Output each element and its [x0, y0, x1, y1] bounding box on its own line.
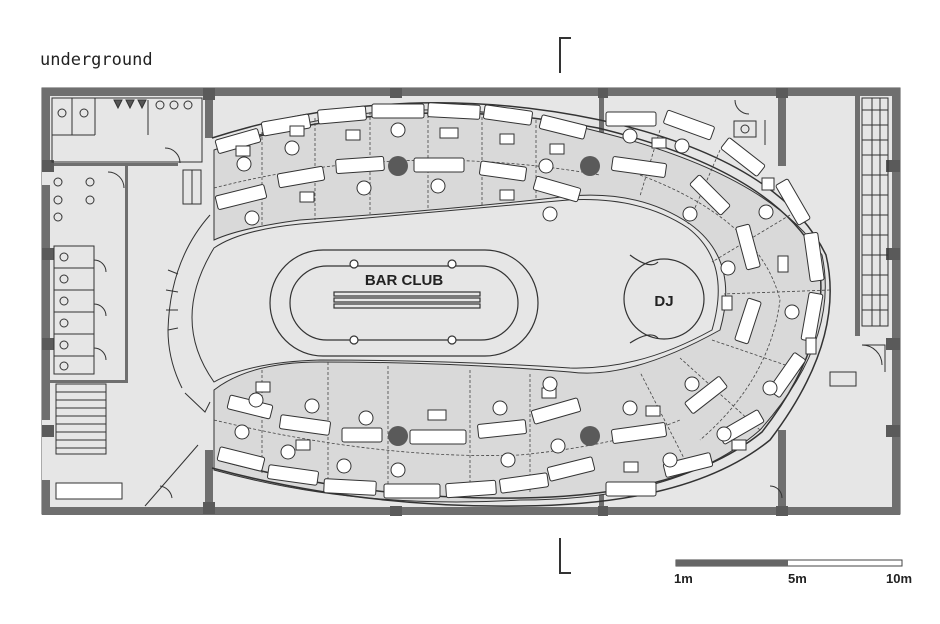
- columns: [388, 156, 600, 446]
- bar-label: BAR CLUB: [365, 272, 443, 289]
- scale-bar: [675, 559, 903, 567]
- dj-booth: [623, 254, 705, 344]
- entrance-fan: [165, 214, 211, 389]
- bar-counter: [269, 249, 539, 357]
- wall-piers: [42, 88, 900, 516]
- sofas: [214, 102, 825, 499]
- restroom-block: [51, 97, 203, 205]
- staircase-left: [55, 383, 211, 507]
- scale-label-5m: 5m: [788, 571, 807, 586]
- floor-label: underground: [40, 50, 153, 70]
- seating-ring: [213, 109, 826, 503]
- tables: [235, 125, 817, 473]
- round-tables: [234, 122, 800, 478]
- section-marker-bottom: [559, 538, 571, 574]
- scale-label-10m: 10m: [886, 571, 913, 586]
- section-marker-top: [559, 37, 571, 73]
- stall-block: [53, 171, 125, 375]
- scale-label-1m: 1m: [674, 571, 693, 586]
- staircase-right: [733, 97, 889, 499]
- dj-label: DJ: [654, 293, 673, 310]
- dance-floor: [191, 199, 719, 383]
